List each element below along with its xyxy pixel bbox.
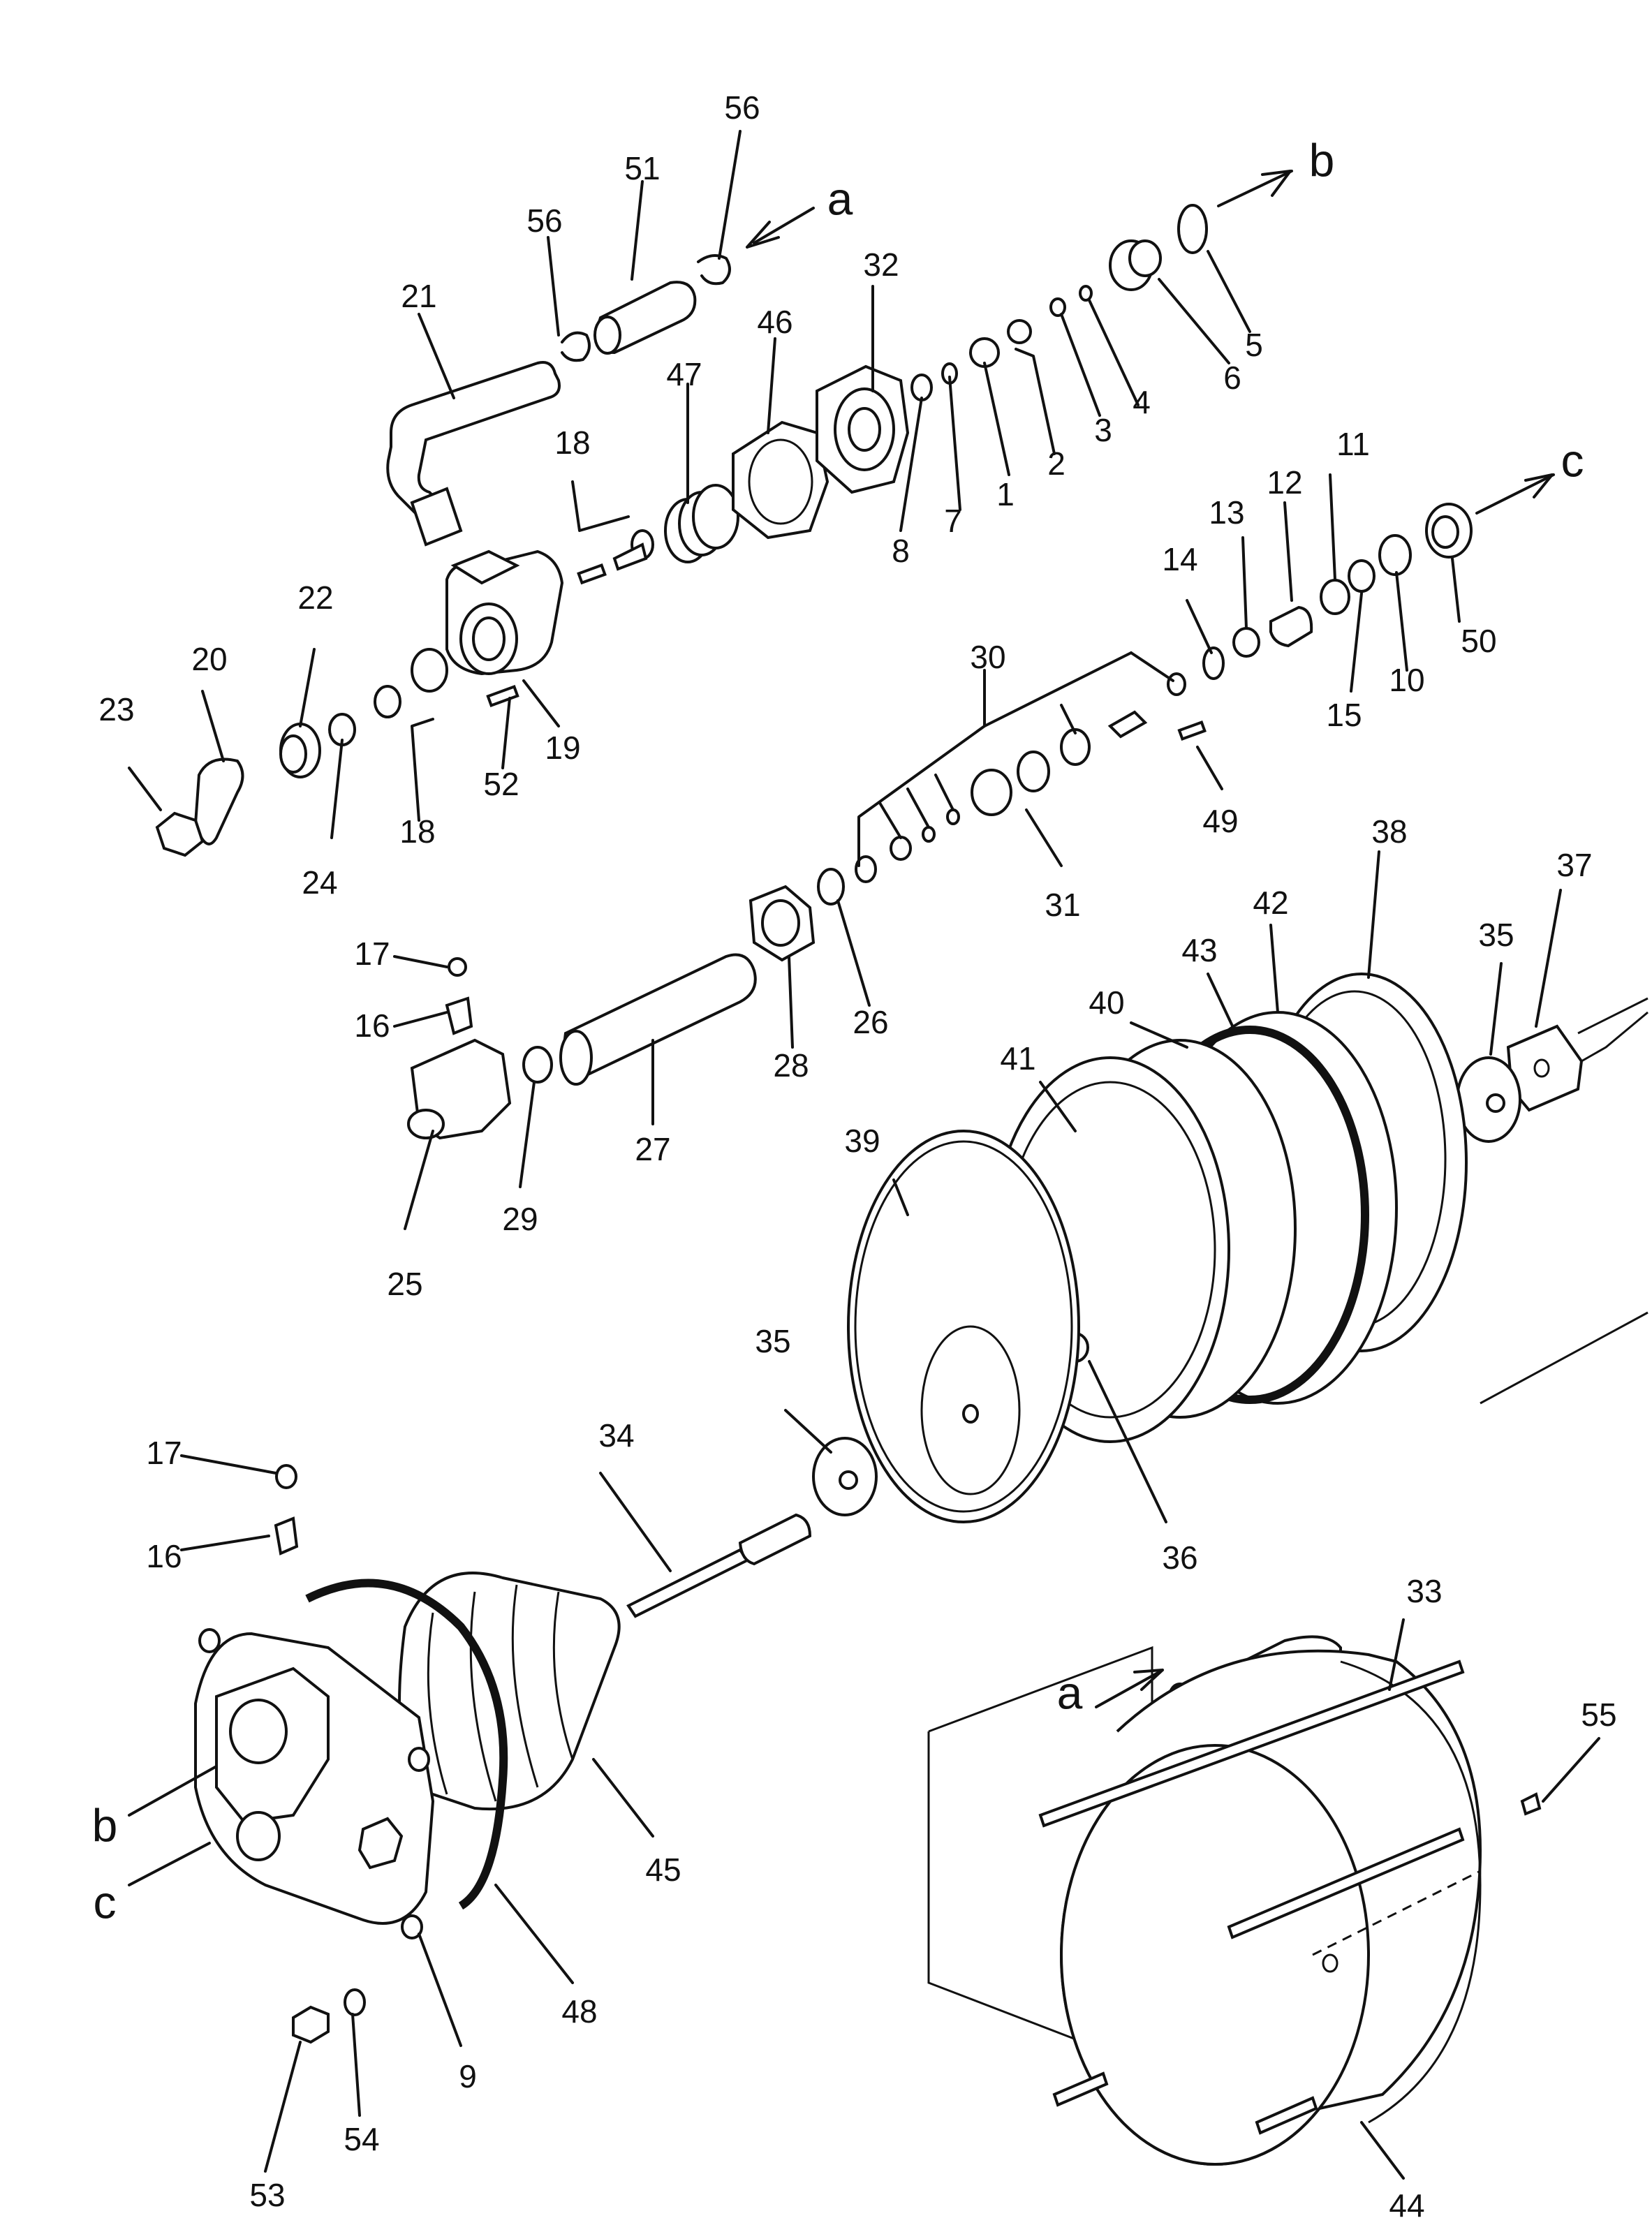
spring-47 [664, 484, 739, 563]
label-52: 52 [483, 766, 519, 802]
label-42: 42 [1253, 885, 1288, 921]
label-35-lower: 35 [755, 1323, 790, 1359]
label-39: 39 [844, 1123, 880, 1159]
label-34: 34 [598, 1417, 634, 1454]
plate-37 [1506, 1011, 1649, 1112]
small-parts-1-8 [910, 204, 1208, 401]
part-number-labels: 56 51 56 21 47 46 32 18 1 2 3 4 6 5 7 8 … [98, 89, 1616, 2224]
label-56-top: 56 [724, 89, 760, 126]
o-ring-48 [305, 1579, 508, 1910]
fitting-16-17-lower [274, 1464, 299, 1555]
label-55: 55 [1581, 1697, 1616, 1733]
letter-b-lower: b [92, 1799, 118, 1851]
valve-parts-10-15 [1202, 503, 1473, 680]
nut-washer-53-54 [292, 1988, 366, 2044]
label-53: 53 [249, 2177, 285, 2213]
label-24: 24 [302, 864, 337, 901]
label-31: 31 [1045, 887, 1080, 923]
label-29: 29 [502, 1201, 538, 1237]
housing-19 [445, 549, 564, 676]
letter-b-upper: b [1309, 134, 1335, 186]
sleeve-51 [593, 281, 697, 355]
diaphragm-39 [847, 1130, 1080, 1523]
label-46: 46 [757, 304, 792, 340]
label-51: 51 [624, 150, 660, 186]
letter-c-upper: c [1561, 434, 1584, 486]
shaft-27 [559, 953, 757, 1086]
washer-35-lower [812, 1437, 878, 1516]
label-48: 48 [561, 1993, 597, 2030]
hose-21 [386, 361, 561, 547]
label-27: 27 [635, 1131, 670, 1167]
label-50: 50 [1461, 623, 1496, 659]
label-37: 37 [1556, 847, 1592, 883]
label-36: 36 [1162, 1539, 1197, 1576]
label-56-left: 56 [526, 202, 562, 239]
label-8: 8 [892, 533, 910, 569]
label-18-lower: 18 [399, 813, 435, 850]
gasket-46 [732, 420, 829, 540]
label-6: 6 [1223, 360, 1241, 396]
nut-28 [748, 885, 816, 962]
washer-35-upper [1456, 1056, 1521, 1143]
boot-45 [398, 1572, 621, 1811]
label-43: 43 [1181, 932, 1217, 968]
seal-ring-26-29 [522, 868, 845, 1084]
label-35-upper: 35 [1478, 917, 1514, 953]
cylinder-33 [927, 1635, 1542, 2166]
label-40: 40 [1089, 984, 1124, 1021]
label-16-mid: 16 [354, 1007, 390, 1044]
label-41: 41 [1000, 1040, 1035, 1077]
label-54: 54 [344, 2121, 379, 2157]
label-13: 13 [1209, 494, 1244, 531]
label-16-lower: 16 [146, 1538, 182, 1574]
label-3: 3 [1094, 412, 1112, 448]
label-20: 20 [191, 641, 227, 677]
label-1: 1 [996, 476, 1015, 512]
label-17-mid: 17 [354, 936, 390, 972]
body-25 [407, 957, 512, 1140]
rod-34 [626, 1513, 812, 1618]
label-4: 4 [1133, 384, 1151, 420]
label-21: 21 [401, 278, 436, 314]
small-parts-lower-left [155, 648, 519, 857]
label-30: 30 [970, 639, 1005, 675]
label-22: 22 [297, 579, 333, 616]
label-11: 11 [1336, 426, 1370, 462]
clip-56 [561, 254, 731, 362]
valve-parts-30 [855, 672, 1207, 883]
label-14: 14 [1162, 541, 1197, 577]
housing-9 [194, 1628, 435, 1939]
label-32: 32 [863, 246, 899, 283]
label-7: 7 [944, 503, 962, 539]
connection-arrows [128, 170, 1555, 1886]
label-44: 44 [1389, 2187, 1424, 2224]
label-15: 15 [1326, 697, 1362, 733]
label-18-upper: 18 [554, 424, 590, 461]
label-17-lower: 17 [146, 1435, 182, 1471]
label-26: 26 [853, 1004, 888, 1040]
letter-c-lower: c [94, 1876, 117, 1928]
valve-18-upper [577, 529, 654, 585]
label-45: 45 [645, 1852, 681, 1888]
letter-a-upper: a [827, 172, 853, 224]
label-28: 28 [773, 1047, 809, 1084]
letter-a-lower: a [1057, 1666, 1083, 1718]
connection-letters: a b c a b c [92, 134, 1584, 1928]
cover-32 [816, 364, 910, 494]
label-19: 19 [545, 730, 580, 766]
label-5: 5 [1245, 327, 1263, 363]
label-33: 33 [1406, 1573, 1442, 1609]
label-23: 23 [98, 691, 134, 727]
label-9: 9 [459, 2058, 477, 2094]
label-2: 2 [1047, 445, 1065, 482]
label-25: 25 [387, 1266, 422, 1302]
label-38: 38 [1371, 813, 1407, 850]
label-12: 12 [1267, 464, 1302, 501]
label-47: 47 [666, 356, 702, 392]
label-10: 10 [1389, 662, 1424, 698]
leader-lines [128, 130, 1600, 2180]
label-49: 49 [1202, 803, 1238, 839]
